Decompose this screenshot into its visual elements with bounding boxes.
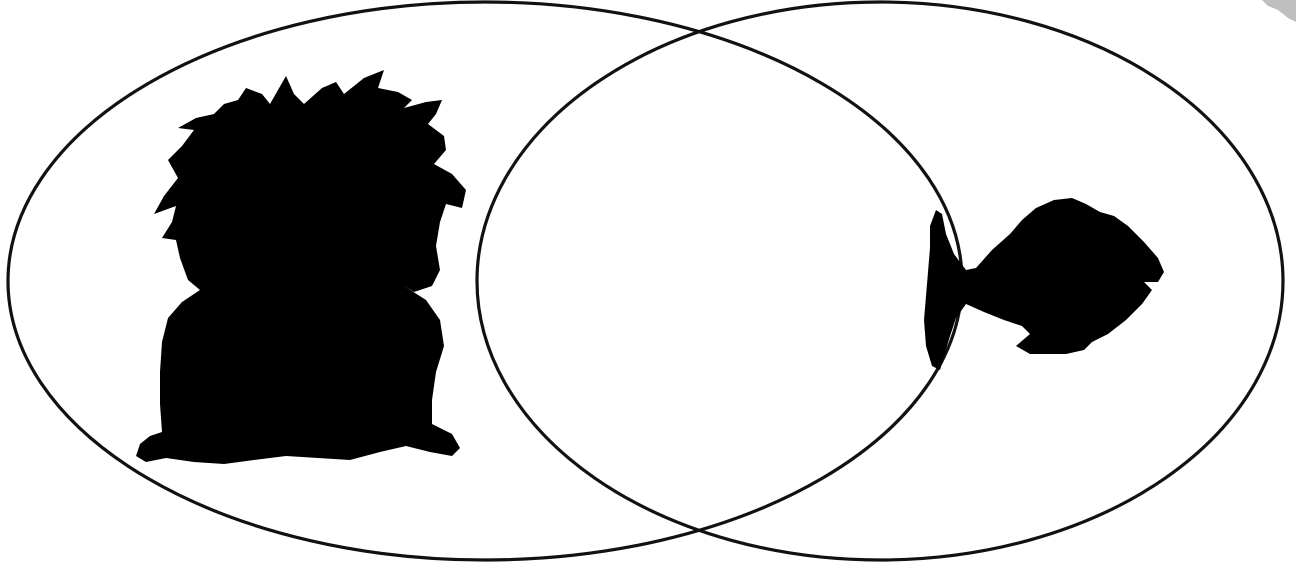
lion-silhouette-icon [136,70,466,464]
right-set-ellipse [477,2,1283,560]
left-set-ellipse [8,2,962,560]
fish-silhouette-icon [924,198,1164,370]
scan-smudge-mark [1262,0,1296,22]
